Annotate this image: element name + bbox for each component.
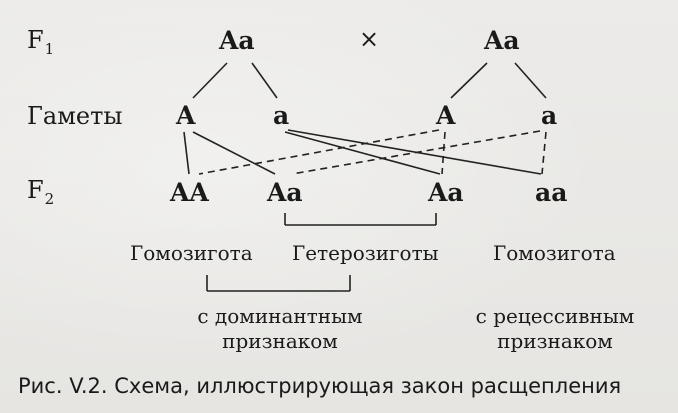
label-homozygote-right: Гомозигота (493, 241, 616, 265)
offspring-2-genotype: Aa (267, 178, 303, 207)
gamete-right-recessive: a (541, 101, 558, 130)
label-recessive-line1: с рецессивным (475, 304, 635, 328)
row-label-gametes: Гаметы (27, 102, 123, 130)
row-label-f2: F2 (27, 176, 55, 208)
label-dominant-line1: с доминантным (197, 304, 363, 328)
parent-left-genotype: Aa (219, 26, 255, 55)
edge-righta-to-Aa2 (291, 130, 541, 175)
edge-leftA-to-AA (183, 131, 190, 175)
edge-left-parent-to-a (251, 62, 278, 99)
offspring-1-genotype: AA (170, 178, 209, 207)
edge-right-parent-to-A (450, 62, 488, 99)
label-recessive-line2: признаком (497, 329, 613, 353)
gamete-left-recessive: a (273, 101, 290, 130)
edge-lefta-to-Aa3 (284, 131, 441, 175)
label-homozygote-left: Гомозигота (130, 241, 253, 265)
label-heterozygotes: Гетерозиготы (292, 241, 439, 265)
offspring-3-genotype: Aa (428, 178, 464, 207)
cross-symbol: × (359, 25, 380, 53)
label-dominant-line2: признаком (222, 329, 338, 353)
edge-rightA-to-AA (198, 129, 440, 175)
edge-rightA-to-Aa3 (441, 131, 446, 175)
figure-caption: Рис. V.2. Схема, иллюстрирующая закон ра… (18, 374, 622, 398)
row-label-f1: F1 (27, 26, 55, 58)
offspring-4-genotype: aa (535, 178, 568, 207)
parent-right-genotype: Aa (484, 26, 520, 55)
edge-righta-to-aa (541, 131, 547, 175)
gamete-left-dominant: A (176, 101, 196, 130)
edge-leftA-to-Aa2 (192, 131, 276, 175)
edge-lefta-to-aa (287, 129, 542, 175)
edge-left-parent-to-A (192, 62, 228, 99)
gamete-right-dominant: A (436, 101, 456, 130)
edge-right-parent-to-a (514, 62, 547, 99)
